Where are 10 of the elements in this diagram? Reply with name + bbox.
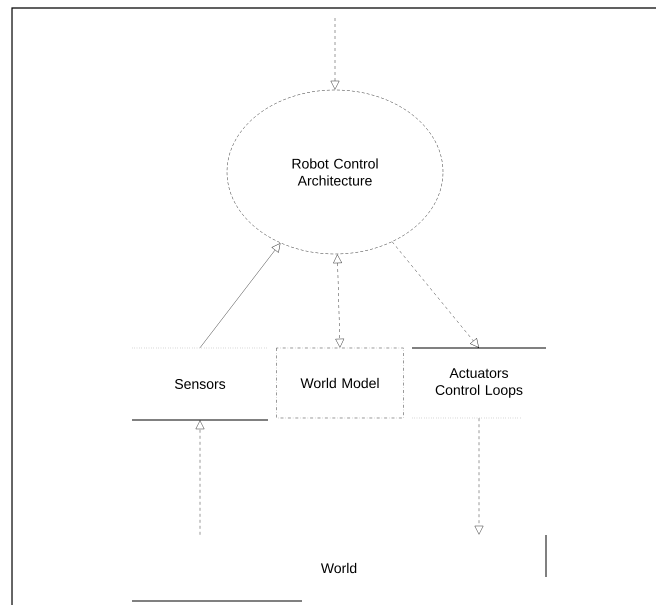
arrow <box>330 18 340 90</box>
arrow <box>200 243 280 348</box>
arrow <box>196 420 204 535</box>
arrow <box>474 418 484 535</box>
process-box: Sensors <box>132 348 268 420</box>
process-box: Actuators Control Loops <box>412 348 546 418</box>
arrow <box>333 254 344 348</box>
arrow <box>392 242 479 348</box>
process-box: World Model <box>276 348 404 418</box>
process-box: World <box>132 534 546 602</box>
